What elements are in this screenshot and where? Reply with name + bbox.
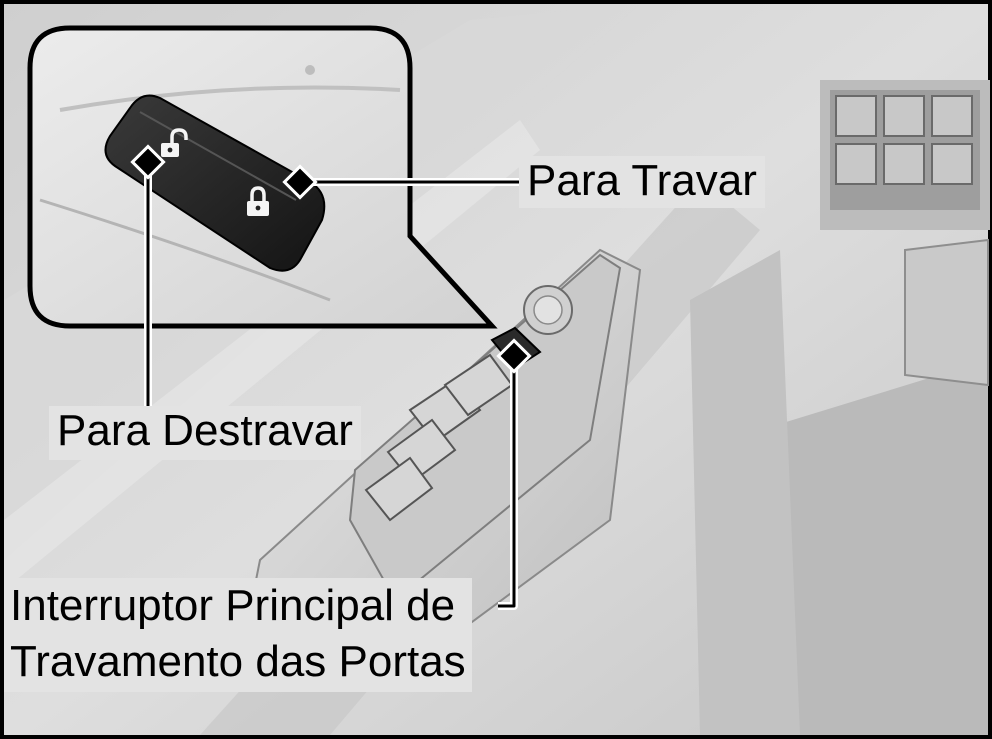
floor-mat: [740, 360, 988, 735]
master-switch-callout-label: Interruptor Principal de Travamento das …: [4, 578, 472, 692]
master-switch-label-line1: Interruptor Principal de: [10, 581, 456, 630]
mirror-control: [523, 285, 573, 335]
locked-padlock-icon: [247, 186, 269, 216]
callout-pointers: [130, 144, 532, 374]
master-switch-label-line2: Travamento das Portas: [10, 637, 466, 686]
lock-callout-label: Para Travar: [519, 156, 765, 208]
unlock-callout-label: Para Destravar: [49, 406, 361, 460]
leader-lines: [144, 162, 519, 610]
door-lock-rocker-switch[interactable]: [104, 94, 326, 272]
dashboard-vents: [820, 80, 990, 230]
window-switches: [364, 353, 514, 522]
unlocked-padlock-icon: [161, 128, 188, 157]
